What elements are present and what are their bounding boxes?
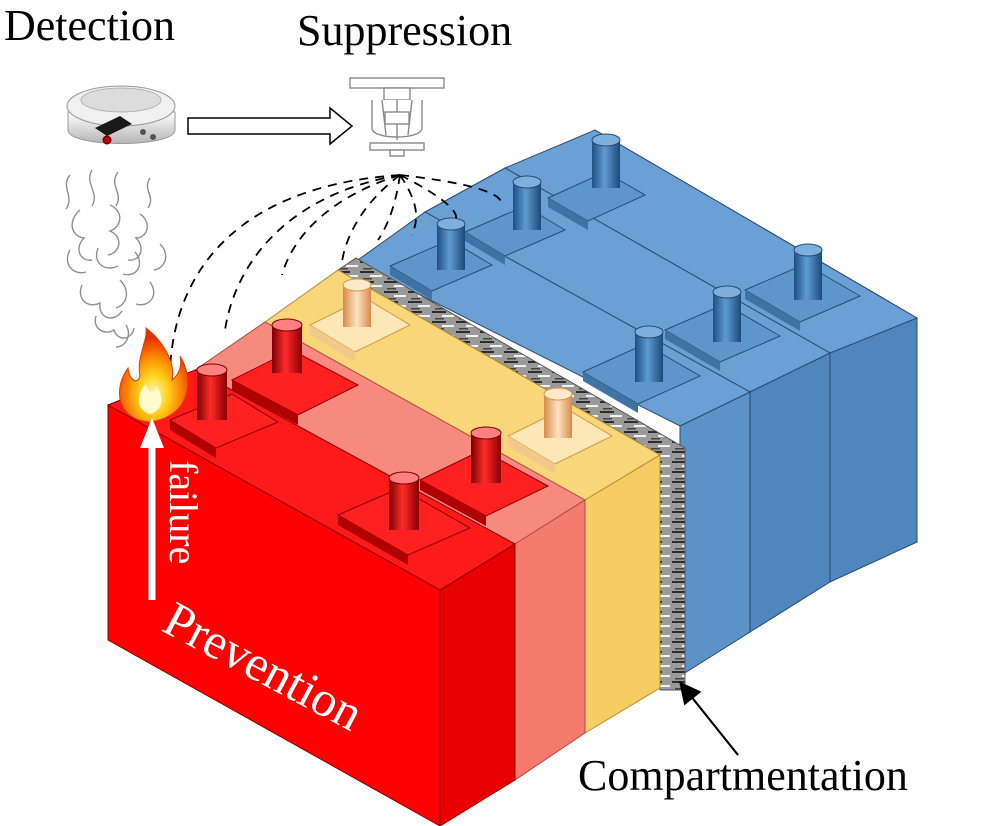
failing-terminals <box>168 363 472 565</box>
compartmentation-label: Compartmentation <box>578 751 908 800</box>
spray-pattern <box>169 174 502 371</box>
flame-icon <box>119 326 189 423</box>
heated-terminals <box>230 318 550 526</box>
suppression-label: Suppression <box>297 6 512 55</box>
detection-to-suppression-arrow <box>187 106 354 146</box>
detection-label: Detection <box>4 1 175 50</box>
sprinkler-icon <box>349 77 445 157</box>
failure-label: failure <box>161 460 206 564</box>
compartmentation-pointer <box>679 681 739 756</box>
smoke-detector-icon <box>66 85 176 145</box>
smoke-icon <box>65 169 167 348</box>
warm-terminals <box>308 278 614 474</box>
failure-arrow <box>140 418 164 600</box>
blue-terminals <box>388 133 862 413</box>
